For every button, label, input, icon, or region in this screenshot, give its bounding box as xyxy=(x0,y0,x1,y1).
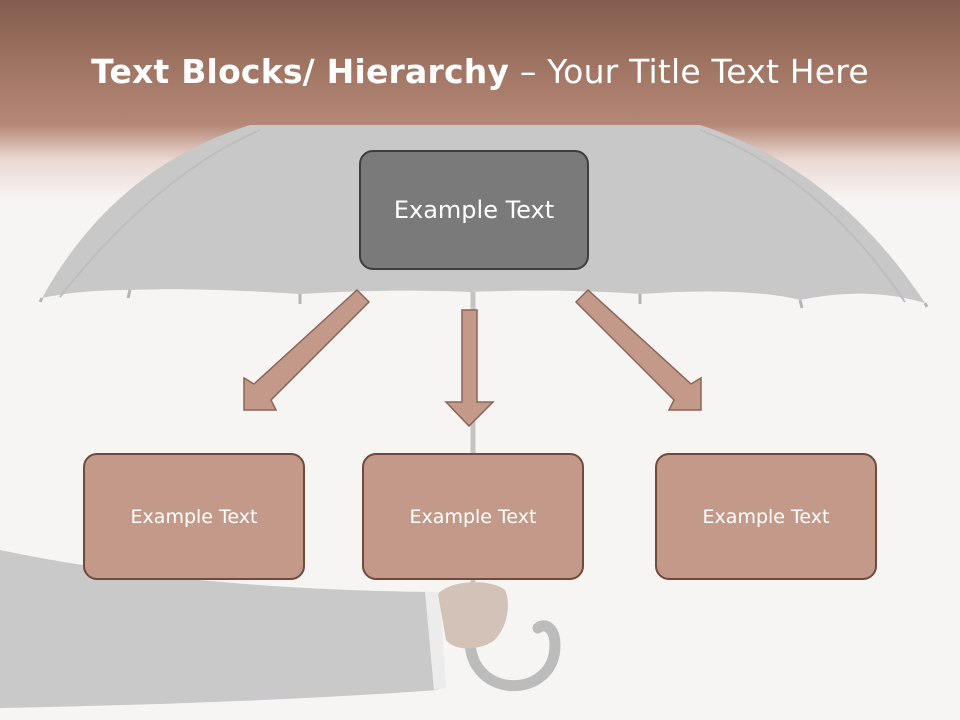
child-text-box-center[interactable]: Example Text xyxy=(362,453,584,580)
arrow-to-center-box xyxy=(444,309,495,428)
child-text-label: Example Text xyxy=(702,505,830,528)
arrow-to-right-box xyxy=(574,288,702,411)
child-text-label: Example Text xyxy=(130,505,258,528)
hand-holding-umbrella xyxy=(0,550,438,708)
root-text-label: Example Text xyxy=(393,196,555,224)
child-text-box-right[interactable]: Example Text xyxy=(655,453,877,580)
root-text-box[interactable]: Example Text xyxy=(359,150,589,270)
slide-title: Text Blocks/ Hierarchy – Your Title Text… xyxy=(0,52,960,91)
child-text-label: Example Text xyxy=(409,505,537,528)
umbrella-handle xyxy=(464,620,561,692)
slide-title-rest: – Your Title Text Here xyxy=(509,52,869,91)
slide-title-bold: Text Blocks/ Hierarchy xyxy=(91,52,510,91)
arrow-to-left-box xyxy=(243,288,371,411)
child-text-box-left[interactable]: Example Text xyxy=(83,453,305,580)
